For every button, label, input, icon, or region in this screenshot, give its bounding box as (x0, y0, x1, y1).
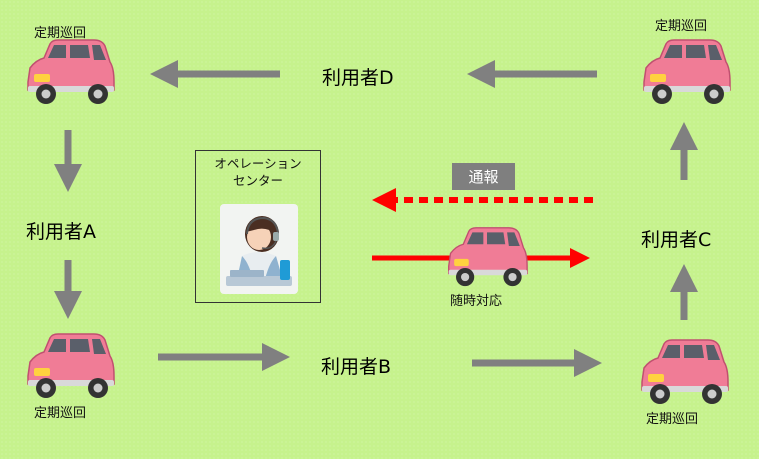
user-b-label: 利用者B (321, 356, 392, 378)
on-demand-label: 随時対応 (450, 294, 503, 309)
patrol-label-top-left: 定期巡回 (34, 26, 87, 41)
user-a-label: 利用者A (26, 221, 96, 243)
user-d-label: 利用者D (322, 67, 394, 89)
car-icon (27, 333, 115, 398)
patrol-label-bottom-left: 定期巡回 (34, 406, 87, 421)
patrol-label-bottom-right: 定期巡回 (646, 412, 699, 427)
report-badge: 通報 (452, 163, 515, 190)
operator-icon (220, 204, 298, 294)
operation-center-title: オペレーション センター (196, 155, 320, 189)
patrol-label-top-right: 定期巡回 (655, 19, 708, 34)
operation-center-title-line2: センター (232, 173, 283, 188)
car-icon (448, 227, 528, 287)
user-c-label: 利用者C (641, 229, 712, 251)
car-icon (27, 39, 115, 104)
car-icon (641, 339, 729, 404)
car-icon (643, 39, 731, 104)
operation-center-box: オペレーション センター (195, 150, 321, 303)
operation-center-title-line1: オペレーション (214, 156, 302, 171)
